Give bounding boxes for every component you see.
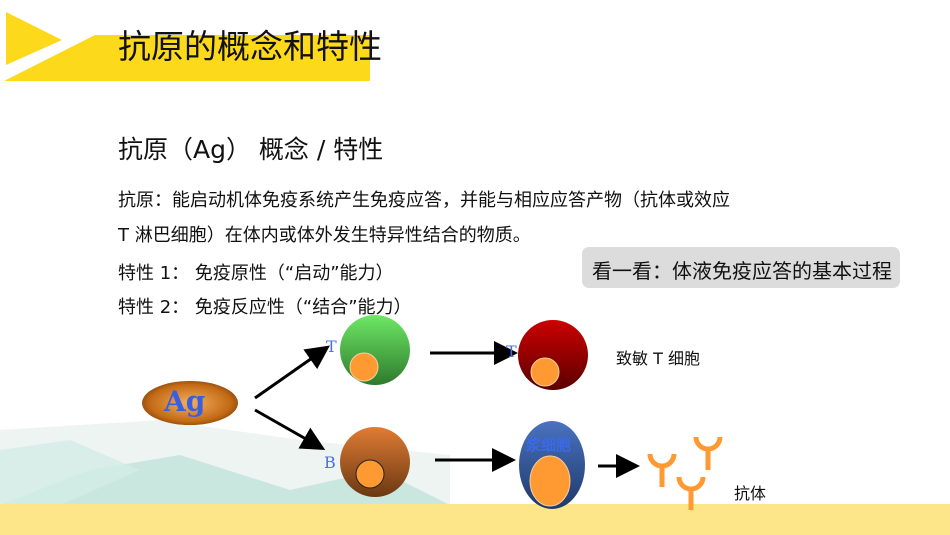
background-mountains [0, 420, 450, 505]
antibody-caption: 抗体 [734, 484, 767, 503]
section-subtitle: 抗原（Ag） 概念 / 特性 [118, 135, 384, 164]
t-label: T [326, 337, 337, 356]
antigen-ellipse [142, 381, 238, 425]
title-bar [4, 35, 370, 81]
arrow-to-b [254, 408, 326, 450]
footer-band [0, 504, 950, 535]
plasma-cell-nucleus [529, 455, 571, 507]
antibody-icons [647, 436, 723, 510]
b-cell-nucleus [355, 459, 385, 489]
definition-line-2: T 淋巴细胞）在体内或体外发生特异性结合的物质。 [118, 225, 531, 246]
sensitized-t-caption: 致敏 T 细胞 [616, 349, 700, 368]
tip-box: 看一看：体液免疫应答的基本过程 [582, 247, 900, 288]
t-label-effector: T [506, 342, 517, 361]
definition-line-1: 抗原：能启动机体免疫系统产生免疫应答，并能与相应应答产物（抗体或效应 [118, 190, 730, 211]
b-label: B [324, 453, 336, 472]
page-title: 抗原的概念和特性 [118, 27, 382, 66]
title-triangle [6, 12, 62, 65]
trait-2: 特性 2： 免疫反应性（“结合”能力） [118, 297, 412, 318]
trait-1: 特性 1： 免疫原性（“启动”能力） [118, 263, 394, 284]
plasma-cell-label: 浆细胞 [526, 436, 572, 454]
t-cell-nucleus [349, 352, 379, 382]
arrow-to-t [254, 345, 330, 400]
antigen-label: Ag [164, 385, 206, 418]
effector-t-nucleus [530, 357, 560, 387]
